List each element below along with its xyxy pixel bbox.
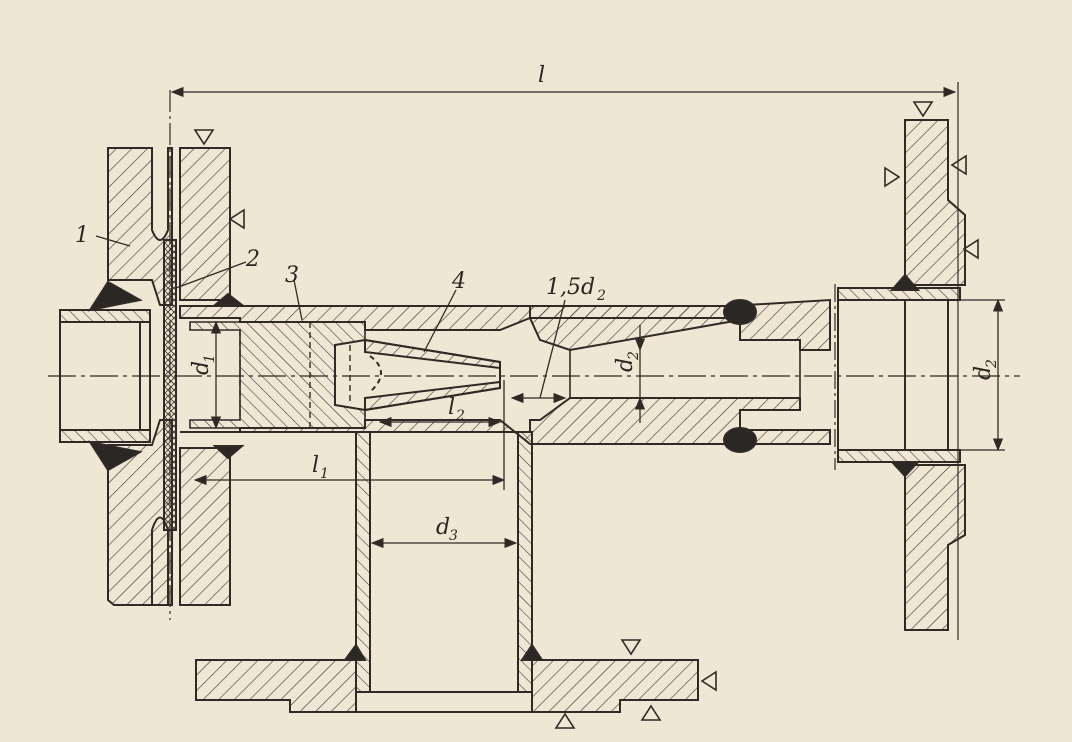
svg-text:d: d: [613, 358, 638, 372]
svg-text:2: 2: [984, 359, 1000, 369]
svg-text:2: 2: [596, 288, 606, 304]
label-part-2: 2: [245, 247, 260, 272]
weld-seam-icon: [889, 461, 921, 478]
nozzle-wall: [364, 338, 501, 370]
svg-text:d: d: [189, 361, 214, 375]
label-d2-throat: d 2: [613, 351, 642, 372]
weld-seam-icon: [520, 643, 544, 661]
nozzle-wall: [364, 380, 501, 412]
label-part-4: 4: [451, 269, 466, 294]
svg-text:2: 2: [455, 408, 465, 424]
mating-flange: [179, 147, 231, 606]
svg-text:l: l: [448, 395, 455, 420]
weld-seam-icon: [889, 273, 921, 291]
svg-text:1: 1: [202, 354, 218, 363]
svg-text:2: 2: [626, 351, 642, 361]
svg-text:1: 1: [320, 466, 329, 482]
label-1-5-d2: 1,5d 2: [546, 275, 606, 304]
svg-text:l: l: [312, 453, 319, 478]
suction-branch: [355, 431, 533, 693]
weld-seam-icon: [87, 440, 143, 472]
surface-finish-triangle-icon: [193, 101, 979, 729]
label-part-3: 3: [285, 263, 299, 288]
weld-seam-icon: [87, 280, 143, 312]
weld-seam-icon: [723, 299, 757, 325]
bottom-flange: [195, 659, 699, 713]
outlet-pipe: [837, 287, 961, 463]
weld-seam-icon: [723, 427, 757, 453]
svg-text:d: d: [971, 366, 996, 380]
svg-text:1,5d: 1,5d: [546, 275, 595, 300]
label-d2-outlet: d 2: [971, 359, 1000, 380]
weld-seam-icon: [212, 445, 245, 460]
label-part-1: 1: [75, 223, 89, 248]
label-d1: d 1: [189, 354, 218, 375]
weld-seam-icon: [343, 643, 367, 661]
left-flange: [107, 147, 173, 606]
svg-text:d: d: [436, 515, 450, 540]
label-l2: l 2: [448, 395, 465, 424]
label-l: l: [538, 63, 545, 88]
label-d3: d 3: [436, 515, 458, 544]
svg-text:3: 3: [449, 528, 458, 544]
label-l1: l 1: [312, 453, 329, 482]
right-flange: [904, 119, 966, 631]
